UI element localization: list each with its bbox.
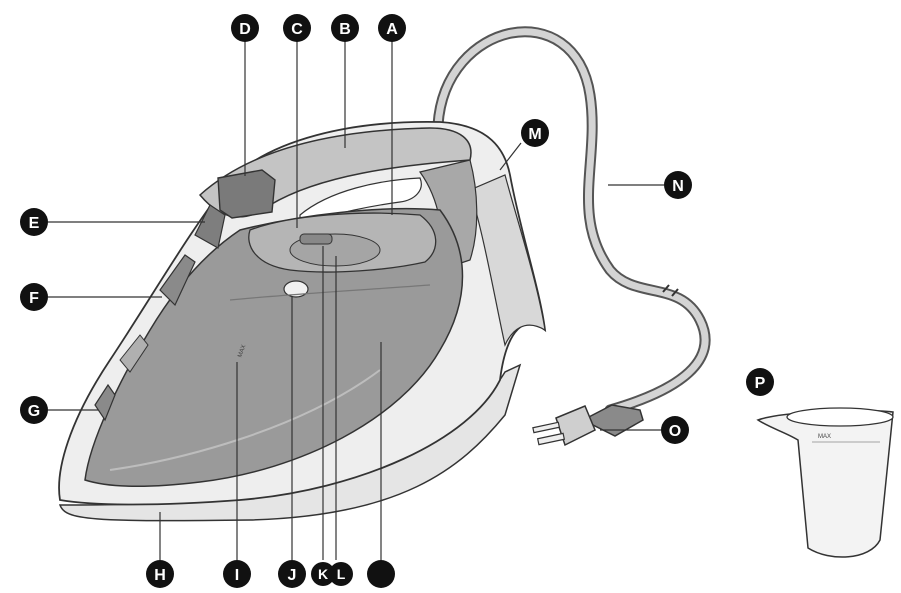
callout-label-m: M <box>528 126 541 143</box>
callout-label-k: K <box>318 566 328 582</box>
steam-iron: MAX <box>58 120 547 522</box>
callout-label-e: E <box>29 215 40 232</box>
callout-p: P <box>746 368 774 396</box>
callout-label-f: F <box>29 290 39 307</box>
spray-button <box>194 204 226 249</box>
callout-c: C <box>283 14 311 42</box>
callout-label-a: A <box>386 21 398 38</box>
callout-label-o: O <box>669 423 681 440</box>
leader-line-m <box>499 142 522 171</box>
callout-g: G <box>20 396 48 424</box>
callout-label-l: L <box>337 566 346 582</box>
callout-d: D <box>231 14 259 42</box>
cup-max-marking: MAX <box>818 434 831 440</box>
callout-j: J <box>278 560 306 588</box>
callout-k: K <box>311 562 335 586</box>
callout-h: H <box>146 560 174 588</box>
callout-i: I <box>223 560 251 588</box>
measuring-cup: MAX <box>756 407 894 558</box>
callout-o: O <box>661 416 689 444</box>
steam-burst-button <box>159 254 196 307</box>
callout-label-n: N <box>672 178 684 195</box>
callout-label-c: C <box>291 21 303 38</box>
water-tank <box>84 207 464 488</box>
callout-blank <box>367 560 395 588</box>
callout-label-j: J <box>288 567 297 584</box>
callout-m: M <box>521 119 549 147</box>
callout-label-d: D <box>239 21 251 38</box>
callout-label-b: B <box>339 21 351 38</box>
callout-label-g: G <box>28 403 40 420</box>
callout-a: A <box>378 14 406 42</box>
callout-l: L <box>329 562 353 586</box>
tank-max-marking: MAX <box>237 344 247 358</box>
heel-rest <box>469 174 546 347</box>
callout-b: B <box>331 14 359 42</box>
callout-label-i: I <box>235 567 239 584</box>
variable-steam-control <box>217 169 276 219</box>
callout-label-p: P <box>755 375 766 392</box>
callout-f: F <box>20 283 48 311</box>
callout-label-h: H <box>154 567 166 584</box>
callout-n: N <box>664 171 692 199</box>
power-cord <box>432 26 711 416</box>
callout-e: E <box>20 208 48 236</box>
spray-nozzle <box>94 383 116 422</box>
leader-lines <box>48 40 664 560</box>
power-plug <box>532 404 644 447</box>
water-fill-cover <box>283 280 309 298</box>
